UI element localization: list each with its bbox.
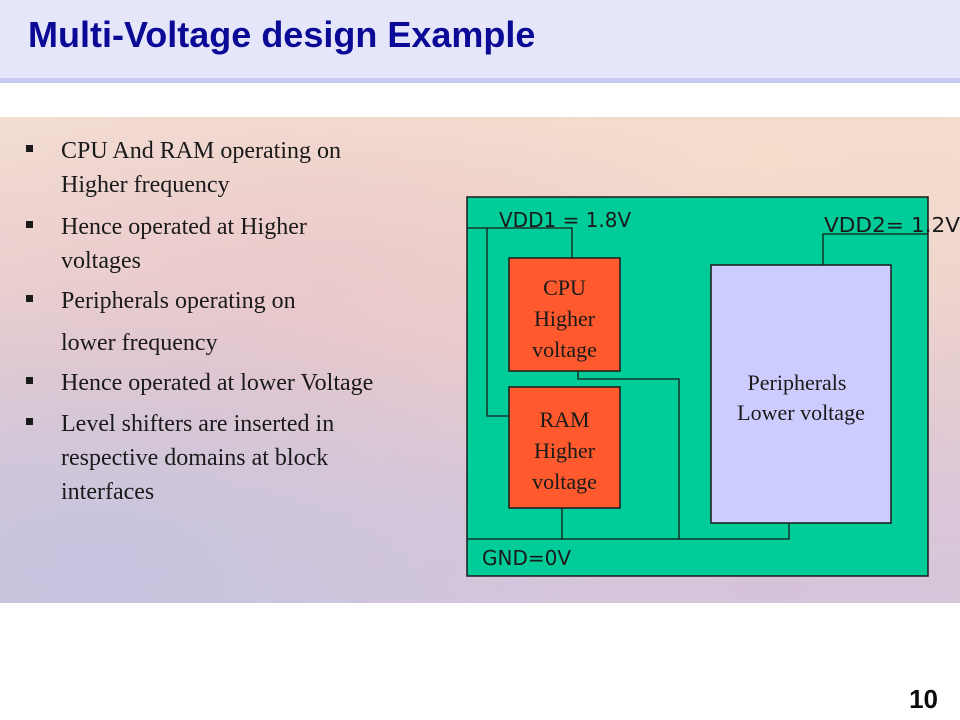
cpu-label: Higher: [534, 306, 596, 331]
vdd2-wire: [822, 233, 928, 265]
bullet-4-line-1: Hence operated at lower Voltage: [61, 370, 374, 396]
vdd1-label: VDD1 = 1.8V: [499, 208, 631, 232]
vdd1-wire: [467, 227, 573, 258]
slide-title: Multi-Voltage design Example: [28, 14, 536, 55]
cpu-block: [508, 257, 621, 372]
bullet-5-line-3: interfaces: [61, 479, 155, 505]
gnd-label: GND=0V: [482, 546, 571, 570]
bullet-1-line-2: Higher frequency: [61, 172, 230, 198]
cpu-label: CPU: [543, 275, 586, 300]
bullet-5-line-2: respective domains at block: [61, 445, 329, 471]
ram-label: RAM: [539, 407, 589, 432]
bullet-5-line-1: Level shifters are inserted in: [61, 411, 335, 437]
bullet-3-line-1: Peripherals operating on: [61, 288, 296, 314]
bullet-1-line-1: CPU And RAM operating on: [61, 138, 342, 164]
peripherals-label: Peripherals: [748, 370, 847, 395]
peripherals-label: Lower voltage: [737, 400, 865, 425]
ram-label: voltage: [532, 469, 597, 494]
vdd1-wire: [486, 228, 509, 417]
bullet-marker: [26, 295, 33, 302]
title-bar: Multi-Voltage design Example: [0, 0, 960, 83]
vdd2-label: VDD2= 1.2V: [824, 213, 960, 237]
cpu-ground-wire: [577, 371, 680, 539]
slide-number: 10: [909, 684, 938, 714]
gnd-wire: [467, 523, 790, 540]
ram-block: [508, 386, 621, 509]
bullet-marker: [26, 377, 33, 384]
bullet-marker: [26, 418, 33, 425]
peripherals-block: [710, 264, 892, 524]
bullet-marker: [26, 145, 33, 152]
cpu-label: voltage: [532, 337, 597, 362]
ram-label: Higher: [534, 438, 596, 463]
bullet-marker: [26, 221, 33, 228]
bullet-2-line-1: Hence operated at Higher: [61, 214, 307, 240]
bullet-3-line-2: lower frequency: [61, 330, 218, 356]
bullet-2-line-2: voltages: [61, 248, 141, 274]
